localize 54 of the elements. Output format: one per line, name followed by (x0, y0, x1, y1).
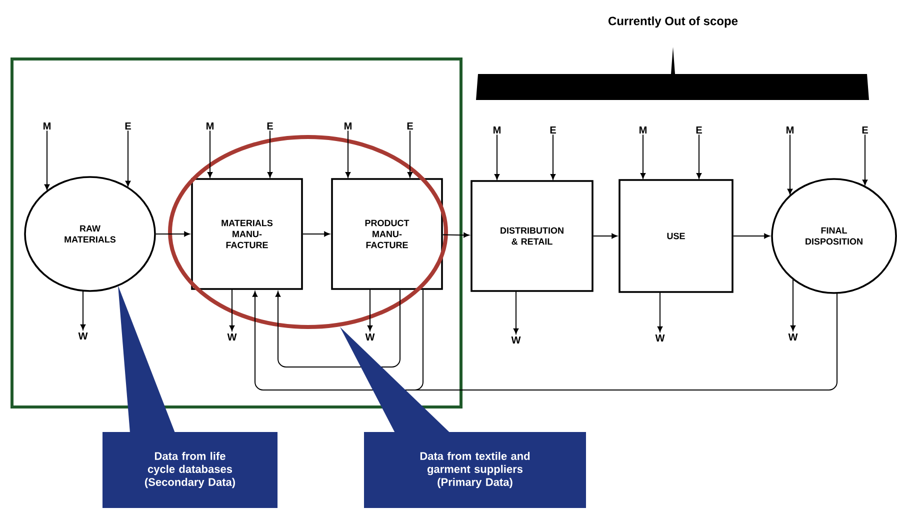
input-arrow (550, 134, 556, 180)
stage-box: PRODUCT MANU- FACTURE (331, 178, 443, 290)
flow-letter: M (206, 122, 214, 130)
flow-letter: M (786, 126, 794, 134)
flow-arrow (302, 231, 330, 237)
stage-box: MATERIALS MANU- FACTURE (191, 178, 303, 290)
scope-frame (10, 58, 462, 408)
flow-letter: E (862, 126, 868, 134)
title: Currently Out of scope (608, 16, 738, 28)
flow-letter: W (78, 332, 88, 340)
flow-arrow (442, 232, 470, 238)
flow-letter: E (696, 126, 702, 134)
flow-letter: M (344, 122, 352, 130)
input-arrow (640, 134, 646, 179)
callout-box: Data from textile and garment suppliers (Primary Data) (364, 432, 586, 508)
input-arrow (696, 134, 702, 179)
input-arrow (407, 130, 413, 178)
input-arrow (267, 130, 273, 178)
input-arrow (345, 130, 351, 178)
input-arrow (862, 134, 868, 186)
output-arrow (80, 290, 86, 330)
flow-letter: E (267, 122, 273, 130)
flow-letter: W (788, 334, 798, 340)
flow-letter: W (511, 336, 521, 344)
stage-box: USE (618, 179, 734, 293)
callout-box: Data from life cycle databases (Secondary Data) (102, 432, 278, 508)
leader-wedge (118, 285, 175, 433)
flow-letter: E (407, 122, 413, 130)
flow-letter: E (550, 126, 556, 134)
flow-letter: W (655, 334, 665, 342)
flow-letter: M (494, 126, 500, 134)
input-arrow (125, 130, 131, 186)
flow-letter: E (125, 122, 131, 130)
input-arrow (787, 134, 793, 194)
input-arrow (44, 130, 50, 190)
flow-letter: W (227, 334, 237, 340)
output-arrow (657, 292, 663, 332)
leader-wedge (340, 327, 450, 433)
flow-arrow (592, 233, 618, 239)
feedback-arrow (252, 291, 430, 390)
flow-arrow (732, 233, 770, 239)
output-arrow (513, 290, 519, 334)
input-arrow (207, 130, 213, 178)
flow-letter: W (365, 334, 375, 340)
output-arrow (229, 288, 235, 332)
output-arrow (790, 278, 796, 332)
feedback-arrow (275, 289, 400, 368)
highlight-ellipse (168, 135, 448, 329)
stage-box: DISTRIBUTION & RETAIL (470, 180, 594, 292)
output-arrow (367, 288, 373, 332)
feedback-line (414, 289, 424, 390)
flow-letter: M (640, 126, 646, 134)
flow-letter: M (44, 122, 50, 130)
input-arrow (494, 134, 500, 180)
